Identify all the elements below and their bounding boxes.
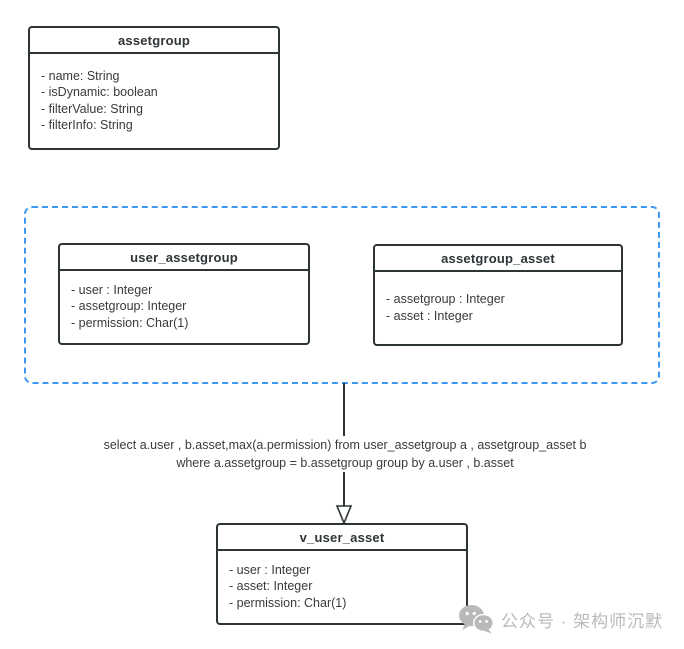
class-title-user-assetgroup: user_assetgroup [60,245,308,271]
class-field: - filterValue: String [41,101,143,116]
class-field: - user : Integer [229,562,311,577]
class-field: - permission: Char(1) [229,595,347,610]
wechat-icon [459,605,494,634]
class-title-assetgroup-asset: assetgroup_asset [375,246,621,272]
class-field: - asset: Integer [229,579,313,594]
class-field: - asset : Integer [386,308,473,323]
dashed-group-container [24,206,660,384]
class-title-assetgroup: assetgroup [30,28,278,54]
class-field: - filterInfo: String [41,118,133,132]
sql-annotation-line2: where a.assetgroup = b.assetgroup group … [176,456,514,470]
sql-annotation-line1: select a.user , b.asset,max(a.permission… [103,438,587,452]
class-box-assetgroup: assetgroup - name: String - isDynamic: b… [28,26,280,150]
class-field: - isDynamic: boolean [41,85,158,99]
class-field: - permission: Char(1) [71,315,189,330]
class-fields-user-assetgroup: - user : Integer - assetgroup: Integer -… [60,271,308,343]
class-field: - name: String [41,68,120,83]
class-field: - assetgroup : Integer [386,292,505,306]
class-box-assetgroup-asset: assetgroup_asset - assetgroup : Integer … [373,244,623,346]
class-fields-assetgroup-asset: - assetgroup : Integer - asset : Integer [375,272,621,344]
class-title-v-user-asset: v_user_asset [218,525,466,551]
class-box-user-assetgroup: user_assetgroup - user : Integer - asset… [58,243,310,345]
class-fields-v-user-asset: - user : Integer - asset: Integer - perm… [218,551,466,623]
class-field: - assetgroup: Integer [71,299,187,314]
class-field: - user : Integer [71,282,153,297]
watermark-text: 公众号 · 架构师沉默 [501,611,664,631]
watermark: 公众号 · 架构师沉默 [458,604,663,634]
sql-annotation: select a.user , b.asset,max(a.permission… [35,436,655,472]
class-fields-assetgroup: - name: String - isDynamic: boolean - fi… [30,54,278,148]
class-box-v-user-asset: v_user_asset - user : Integer - asset: I… [216,523,468,625]
